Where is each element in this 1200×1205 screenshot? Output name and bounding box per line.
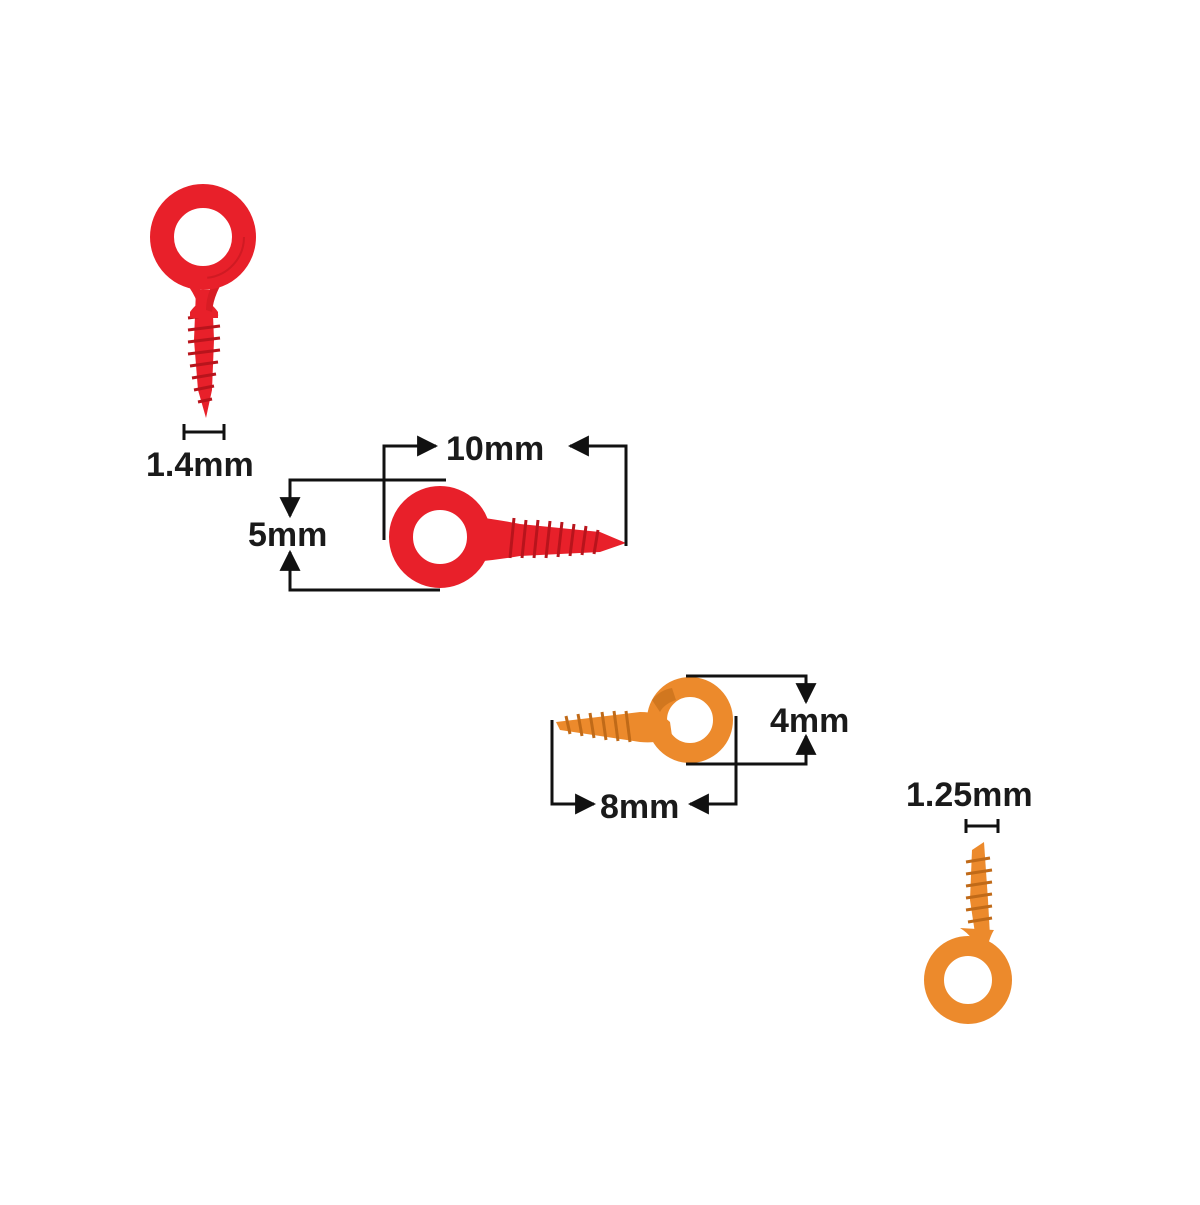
orange-screw-eye-vertical xyxy=(924,842,1012,1024)
red-length-label: 10mm xyxy=(446,430,545,468)
red-eye-diameter-label: 5mm xyxy=(248,516,328,554)
orange-wire-diameter-label: 1.25mm xyxy=(906,776,1033,814)
orange-length-label: 8mm xyxy=(600,788,680,826)
orange-screw-eye-horizontal xyxy=(556,677,733,763)
orange-eye-diameter-label: 4mm xyxy=(770,702,850,740)
red-wire-diameter-label: 1.4mm xyxy=(146,446,254,484)
red-screw-eye-vertical xyxy=(150,184,256,418)
dimension-lines xyxy=(182,424,1000,833)
red-screw-eye-horizontal xyxy=(389,486,626,588)
